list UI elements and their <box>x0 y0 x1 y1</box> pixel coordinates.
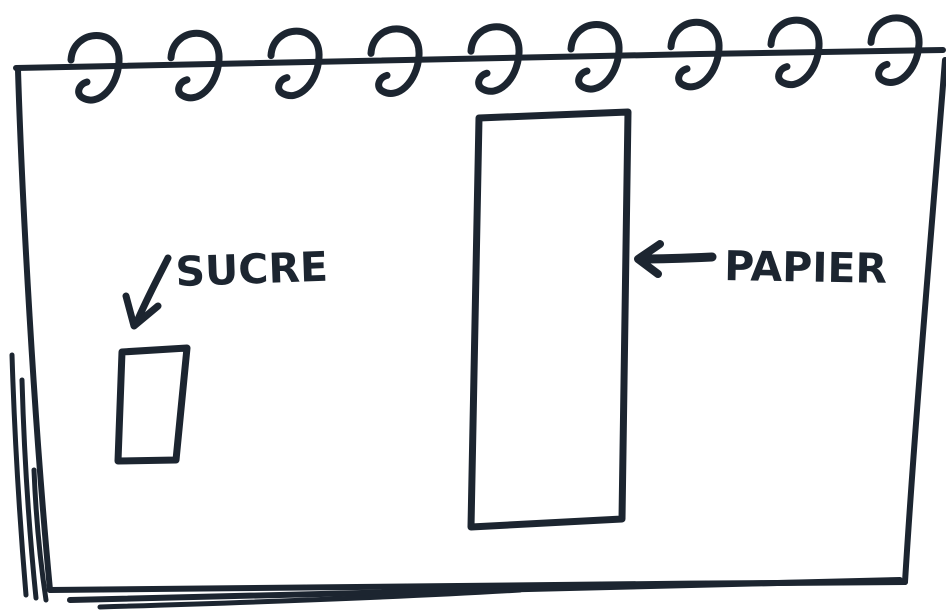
spiral-ring <box>367 25 423 97</box>
paper-label: PAPIER <box>724 242 888 293</box>
paper-strip-shape <box>467 108 632 531</box>
spiral-ring <box>467 23 523 95</box>
spiral-ring <box>67 32 123 104</box>
back-pages <box>9 352 903 610</box>
spiral-ring <box>767 16 823 89</box>
spiral-ring <box>167 30 223 102</box>
spiral-ring <box>667 19 723 91</box>
sugar-label: SUCRE <box>175 243 329 296</box>
spiral-ring <box>267 27 323 100</box>
sugar-packet-shape <box>114 344 191 465</box>
spiral-ring <box>567 21 623 93</box>
paper-arrow <box>634 240 717 278</box>
spiral-binding <box>67 14 923 104</box>
spiral-ring <box>867 14 923 86</box>
sugar-arrow <box>122 254 172 330</box>
